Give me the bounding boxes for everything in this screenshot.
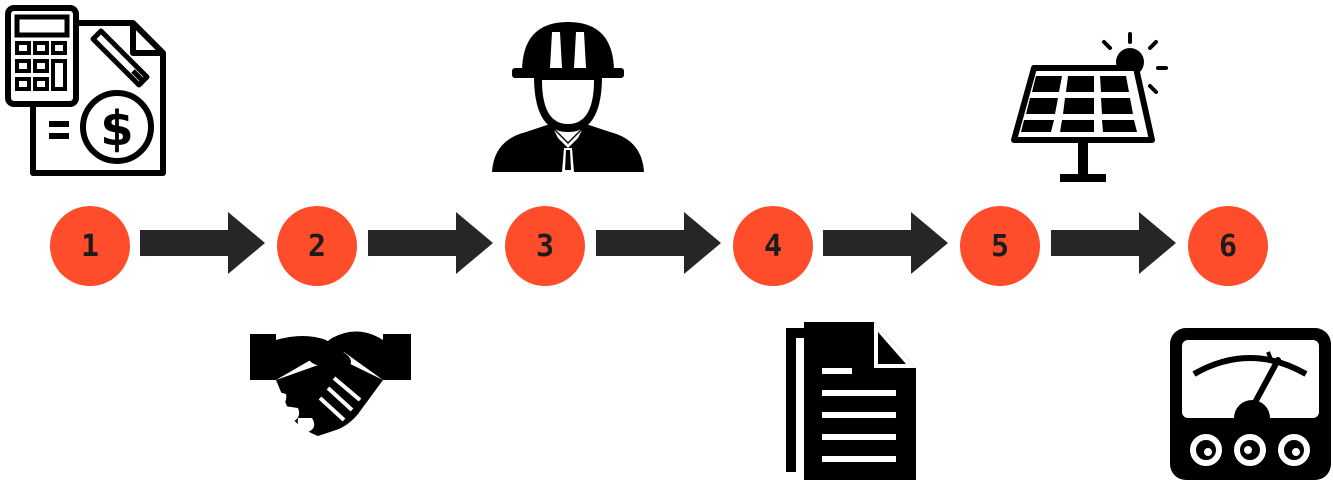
- step-4-circle: 4: [733, 206, 813, 286]
- arrow-right-icon: [1051, 212, 1176, 274]
- step-3-label: 3: [535, 228, 555, 264]
- svg-text:$: $: [100, 101, 133, 157]
- step-2-circle: 2: [277, 206, 357, 286]
- step-6-circle: 6: [1188, 206, 1268, 286]
- arrow-right-icon: [596, 212, 721, 274]
- step-3-circle: 3: [505, 206, 585, 286]
- engineer-hardhat-icon: [492, 22, 644, 172]
- step-5-label: 5: [990, 228, 1010, 264]
- meter-icon: [1170, 328, 1331, 480]
- arrow-right-icon: [140, 212, 265, 274]
- document-icon: [786, 322, 916, 480]
- step-2-label: 2: [307, 228, 327, 264]
- arrow-right-icon: [823, 212, 948, 274]
- step-4-label: 4: [763, 228, 783, 264]
- step-1-label: 1: [80, 228, 100, 264]
- calculator-invoice-icon: $: [5, 5, 166, 176]
- handshake-icon: [250, 331, 411, 436]
- solar-panel-icon: [1011, 32, 1168, 182]
- arrow-right-icon: [368, 212, 493, 274]
- step-6-label: 6: [1218, 228, 1238, 264]
- step-5-circle: 5: [960, 206, 1040, 286]
- step-1-circle: 1: [50, 206, 130, 286]
